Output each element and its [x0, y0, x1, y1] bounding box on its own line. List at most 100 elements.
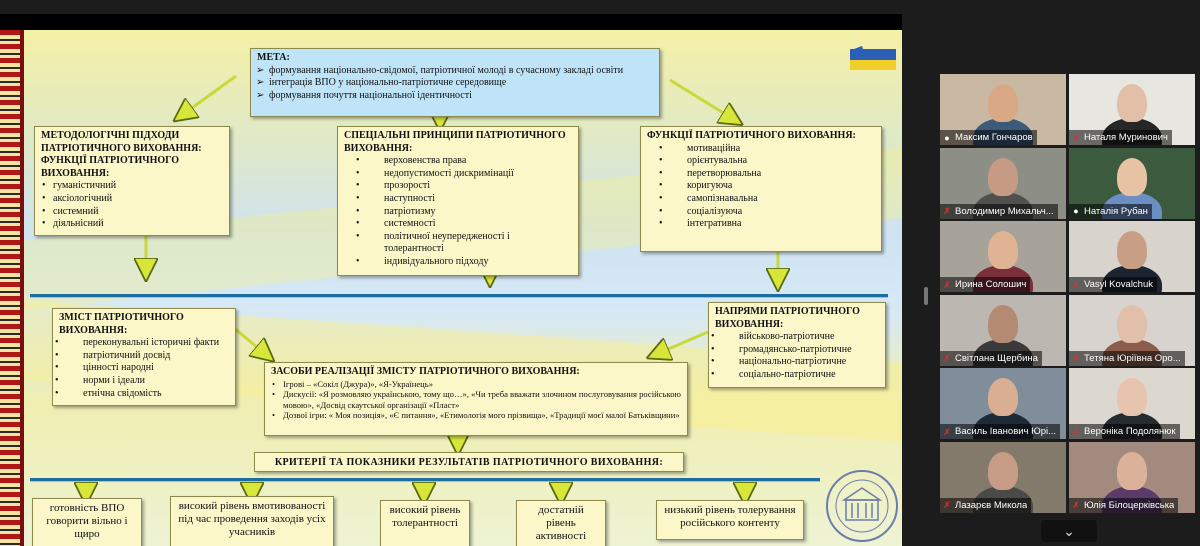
- mic-muted-icon: ✗: [1072, 279, 1080, 290]
- participant-name: Юлія Білоцерківська: [1084, 499, 1175, 511]
- directions-title: НАПРЯМИ ПАТРІОТИЧНОГО ВИХОВАННЯ:: [715, 306, 860, 330]
- criteria-item: готовність ВПО говорити вільно і щиро: [32, 498, 142, 546]
- functions-item: самопізнавальна: [659, 193, 875, 206]
- ukraine-flag-icon: [850, 46, 896, 70]
- diagram-connectors: [0, 74, 902, 546]
- participant-name: Vasyl Kovalchuk: [1084, 279, 1153, 290]
- participant-namebar: ✗ Vasyl Kovalchuk: [1069, 277, 1157, 292]
- participant-name: Володимир Михальч...: [955, 205, 1054, 217]
- directions-item: громадянсько-патріотичне: [711, 344, 879, 357]
- functions-box: ФУНКЦІЇ ПАТРІОТИЧНОГО ВИХОВАННЯ: мотивац…: [640, 126, 882, 252]
- divider-line: [30, 294, 888, 297]
- person-head: [988, 84, 1018, 122]
- participant-namebar: ✗ Юлія Білоцерківська: [1069, 497, 1179, 513]
- mic-muted-icon: ✗: [1072, 426, 1080, 437]
- participant-name: Світлана Щербина: [955, 352, 1038, 364]
- participant-tile[interactable]: ✗ Світлана Щербина: [940, 294, 1066, 366]
- criteria-title: КРИТЕРІЇ ТА ПОКАЗНИКИ РЕЗУЛЬТАТІВ ПАТРІО…: [254, 452, 684, 472]
- panel-resize-handle[interactable]: [924, 287, 928, 305]
- directions-item: національно-патріотичне: [711, 356, 879, 369]
- person-head: [988, 157, 1018, 196]
- mic-muted-icon: ✗: [943, 206, 951, 216]
- participant-name: Вероніка Подолянюк: [1084, 426, 1176, 437]
- chevron-down-icon[interactable]: ⌄: [1041, 520, 1097, 542]
- participant-tile[interactable]: ✗Наталя Муринович: [1069, 74, 1195, 145]
- participant-namebar: ✗Лазарєв Микола: [940, 497, 1032, 513]
- participant-namebar: ✗ Світлана Щербина: [940, 350, 1042, 366]
- divider-line: [30, 478, 820, 481]
- goal-box: МЕТА: формування національно-свідомої, п…: [250, 48, 660, 117]
- directions-box: НАПРЯМИ ПАТРІОТИЧНОГО ВИХОВАННЯ: військо…: [708, 302, 886, 388]
- content-item: цінності народні: [55, 362, 229, 375]
- ornament-border: [0, 30, 20, 546]
- principles-box: СПЕЦІАЛЬНІ ПРИНЦИПИ ПАТРІОТИЧНОГО ВИХОВА…: [337, 126, 579, 276]
- mic-muted-icon: ✗: [1072, 353, 1080, 363]
- participant-tile[interactable]: ● Наталія Рубан: [1069, 147, 1195, 219]
- participant-namebar: ✗ Вероніка Подолянюк: [1069, 424, 1180, 439]
- content-item: норми і ідеали: [55, 375, 229, 388]
- participant-tile[interactable]: ✗ Вероніка Подолянюк: [1069, 368, 1195, 439]
- means-item: Ігрові – «Сокіл (Джура)», «Я-Українець»: [272, 379, 681, 390]
- means-title: ЗАСОБИ РЕАЛІЗАЦІЇ ЗМІСТУ ПАТРІОТИЧНОГО В…: [271, 366, 580, 377]
- content-box: ЗМІСТ ПАТРІОТИЧНОГО ВИХОВАННЯ: переконув…: [52, 308, 236, 406]
- methods-item: аксіологічний: [42, 193, 223, 206]
- participant-name: Наталія Рубан: [1084, 205, 1148, 217]
- participant-name: Тетяна Юріївна Оро...: [1084, 352, 1181, 364]
- methods-box: МЕТОДОЛОГІЧНІ ПІДХОДИ ПАТРІОТИЧНОГО ВИХО…: [34, 126, 230, 236]
- content-item: етнічна свідомість: [55, 388, 229, 401]
- university-emblem-icon: [826, 470, 898, 542]
- functions-item: коригуюча: [659, 180, 875, 193]
- functions-item: мотиваційна: [659, 143, 875, 156]
- criteria-item: достатній рівень активності: [516, 500, 606, 546]
- participant-name: Ирина Солошич: [955, 279, 1027, 290]
- functions-item: перетворювальна: [659, 168, 875, 181]
- person-head: [1117, 378, 1147, 416]
- participant-tile[interactable]: ✗ Юлія Білоцерківська: [1069, 441, 1195, 513]
- principles-item: недопустимості дискримінації: [356, 168, 572, 181]
- participant-namebar: ●Максим Гончаров: [940, 130, 1037, 145]
- content-item: переконувальні історичні факти: [55, 337, 229, 350]
- mic-muted-icon: ✗: [1072, 500, 1080, 510]
- methods-title: МЕТОДОЛОГІЧНІ ПІДХОДИ ПАТРІОТИЧНОГО ВИХО…: [41, 130, 202, 179]
- functions-item: інтегративна: [659, 218, 875, 231]
- shared-slide: МЕТА: формування національно-свідомої, п…: [0, 30, 902, 546]
- mic-icon: ●: [944, 132, 950, 143]
- participant-namebar: ✗ Тетяна Юріївна Оро...: [1069, 350, 1185, 366]
- participant-name: Лазарєв Микола: [955, 499, 1028, 511]
- criteria-item: високий рівень вмотивованості під час пр…: [170, 496, 334, 546]
- functions-item: орієнтувальна: [659, 155, 875, 168]
- functions-item: соціалізуюча: [659, 206, 875, 219]
- person-head: [1117, 84, 1147, 122]
- content-title: ЗМІСТ ПАТРІОТИЧНОГО ВИХОВАННЯ:: [59, 312, 184, 336]
- person-head: [1117, 231, 1147, 269]
- participant-namebar: ● Наталія Рубан: [1069, 203, 1152, 219]
- mic-muted-icon: ✗: [943, 353, 951, 363]
- principles-item: прозорості: [356, 180, 572, 193]
- participant-tile[interactable]: ✗ Vasyl Kovalchuk: [1069, 221, 1195, 292]
- mic-icon: ●: [1073, 206, 1079, 216]
- person-head: [1117, 157, 1147, 196]
- mic-muted-icon: ✗: [943, 426, 951, 437]
- participant-namebar: ✗ Володимир Михальч...: [940, 203, 1058, 219]
- participant-tile[interactable]: ✗ Володимир Михальч...: [940, 147, 1066, 219]
- participant-tile[interactable]: ✗ Тетяна Юріївна Оро...: [1069, 294, 1195, 366]
- participant-tile[interactable]: ●Максим Гончаров: [940, 74, 1066, 145]
- principles-item: політичної неупередженості і толерантнос…: [356, 231, 572, 256]
- principles-item: індивідуального підходу: [356, 256, 572, 269]
- principles-item: патріотизму: [356, 206, 572, 219]
- participant-namebar: ✗Ирина Солошич: [940, 277, 1031, 292]
- participant-tile[interactable]: ✗Василь Іванович Юрі...: [940, 368, 1066, 439]
- person-head: [988, 378, 1018, 416]
- person-head: [988, 451, 1018, 490]
- participant-tile[interactable]: ✗Ирина Солошич: [940, 221, 1066, 292]
- person-head: [988, 231, 1018, 269]
- person-head: [988, 304, 1018, 343]
- methods-item: діяльнісний: [42, 218, 223, 231]
- goal-item: інтеграція ВПО у національно-патріотичне…: [256, 77, 653, 90]
- goal-item: формування національно-свідомої, патріот…: [256, 65, 653, 78]
- participant-namebar: ✗Василь Іванович Юрі...: [940, 424, 1061, 439]
- participant-tile[interactable]: ✗Лазарєв Микола: [940, 441, 1066, 513]
- directions-item: соціально-патріотичне: [711, 369, 879, 382]
- participant-namebar: ✗Наталя Муринович: [1069, 130, 1172, 145]
- criteria-item: високий рівень толерантності: [380, 500, 470, 546]
